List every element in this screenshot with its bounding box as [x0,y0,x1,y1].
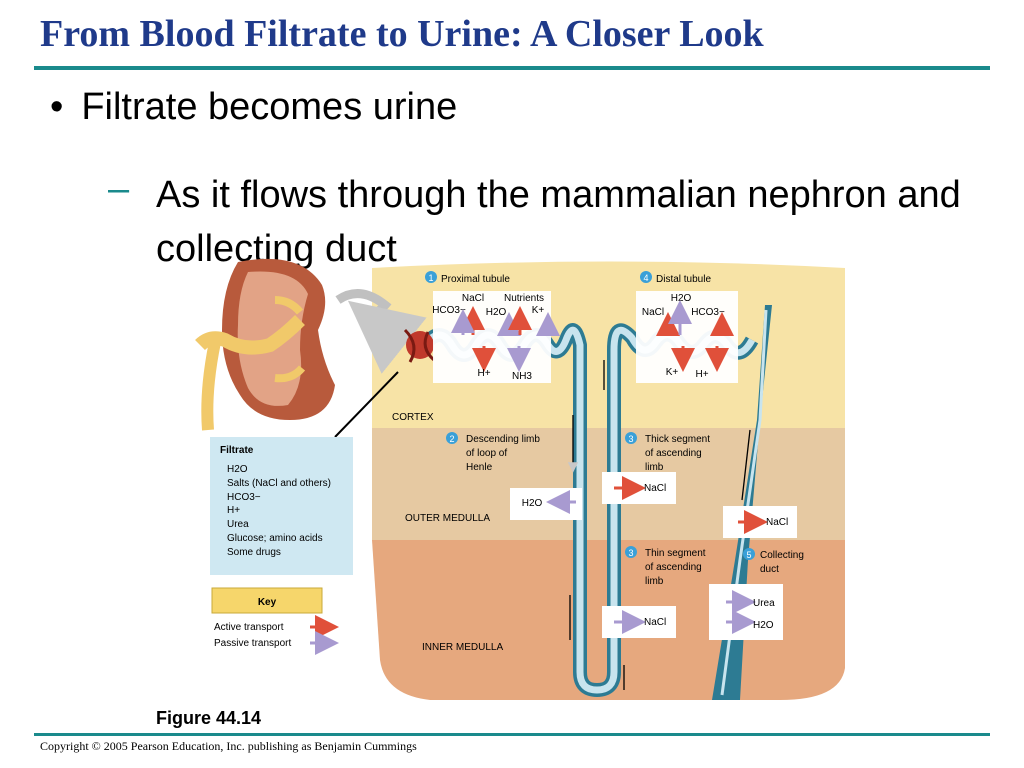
svg-text:3: 3 [628,548,633,558]
svg-text:NaCl: NaCl [642,307,664,318]
key-active-label: Active transport [214,622,284,633]
filtrate-item: H+ [227,505,240,516]
bullet-text: Filtrate becomes urine [81,86,458,128]
filtrate-item: Some drugs [227,547,281,558]
subbullet-text: As it flows through the mammalian nephro… [156,174,961,270]
svg-text:Henle: Henle [466,462,493,473]
svg-text:duct: duct [760,564,779,575]
footer-divider [34,733,990,736]
filtrate-item: Glucose; amino acids [227,533,323,544]
region-inner-medulla: INNER MEDULLA [422,642,503,653]
svg-text:K+: K+ [666,367,679,378]
svg-text:of ascending: of ascending [645,562,702,573]
filtrate-item: Salts (NaCl and others) [227,478,331,489]
svg-text:NaCl: NaCl [644,617,666,628]
svg-text:H2O: H2O [753,620,774,631]
svg-text:3: 3 [628,434,633,444]
filtrate-item: HCO3− [227,492,261,503]
svg-text:NaCl: NaCl [644,483,666,494]
svg-text:NaCl: NaCl [766,517,788,528]
svg-text:of loop of: of loop of [466,448,507,459]
region-outer-medulla: OUTER MEDULLA [405,513,490,524]
kidney-illustration [195,258,427,431]
svg-text:H2O: H2O [486,307,507,318]
key-legend: Key Active transport Passive transport [211,587,339,655]
svg-text:HCO3−: HCO3− [691,307,725,318]
slide-title: From Blood Filtrate to Urine: A Closer L… [40,13,764,55]
svg-text:H+: H+ [695,369,708,380]
step-descending-limb: 2 Descending limb of loop of Henle H2O [446,432,582,520]
svg-text:2: 2 [449,434,454,444]
svg-text:H2O: H2O [671,293,692,304]
filtrate-title: Filtrate [220,445,254,456]
step-proximal-tubule: 1 Proximal tubule NaCl Nutrients HCO3− H… [425,271,560,383]
svg-text:HCO3−: HCO3− [432,305,466,316]
step-collecting-duct: NaCl 5 Collecting duct Urea H2O [709,506,804,640]
svg-text:K+: K+ [532,305,545,316]
key-title: Key [258,597,277,608]
filtrate-item: H2O [227,464,248,475]
bullet-item: • Filtrate becomes urine [50,86,457,129]
svg-text:4: 4 [643,273,648,283]
subbullet-dash: – [108,168,130,210]
step-thin-ascending: 3 Thin segment of ascending limb NaCl [602,546,706,638]
step-distal-tubule: 4 Distal tubule H2O NaCl HCO3− K+ H+ [636,271,738,383]
svg-text:Thin segment: Thin segment [645,548,706,559]
svg-text:Thick segment: Thick segment [645,434,710,445]
key-passive-label: Passive transport [214,638,291,649]
region-cortex: CORTEX [392,412,434,423]
svg-text:Proximal tubule: Proximal tubule [441,274,510,285]
svg-text:Collecting: Collecting [760,550,804,561]
bullet-dot: • [50,86,64,128]
svg-text:H+: H+ [477,368,490,379]
callout-line [334,371,399,438]
copyright-text: Copyright © 2005 Pearson Education, Inc.… [40,739,417,753]
svg-text:of ascending: of ascending [645,448,702,459]
svg-text:NaCl: NaCl [462,293,484,304]
filtrate-item: Urea [227,519,249,530]
filtrate-panel: Filtrate H2O Salts (NaCl and others) HCO… [210,437,353,575]
svg-text:Distal tubule: Distal tubule [656,274,711,285]
svg-text:1: 1 [428,273,433,283]
figure-label: Figure 44.14 [156,708,262,728]
svg-text:Nutrients: Nutrients [504,293,544,304]
svg-text:NH3: NH3 [512,371,532,382]
svg-text:H2O: H2O [522,498,543,509]
svg-text:limb: limb [645,462,664,473]
svg-text:Urea: Urea [753,598,775,609]
step-thick-ascending: 3 Thick segment of ascending limb NaCl [602,432,710,504]
svg-text:limb: limb [645,576,664,587]
svg-text:5: 5 [746,550,751,560]
step-label: Descending limb [466,434,540,445]
title-divider [34,66,990,70]
